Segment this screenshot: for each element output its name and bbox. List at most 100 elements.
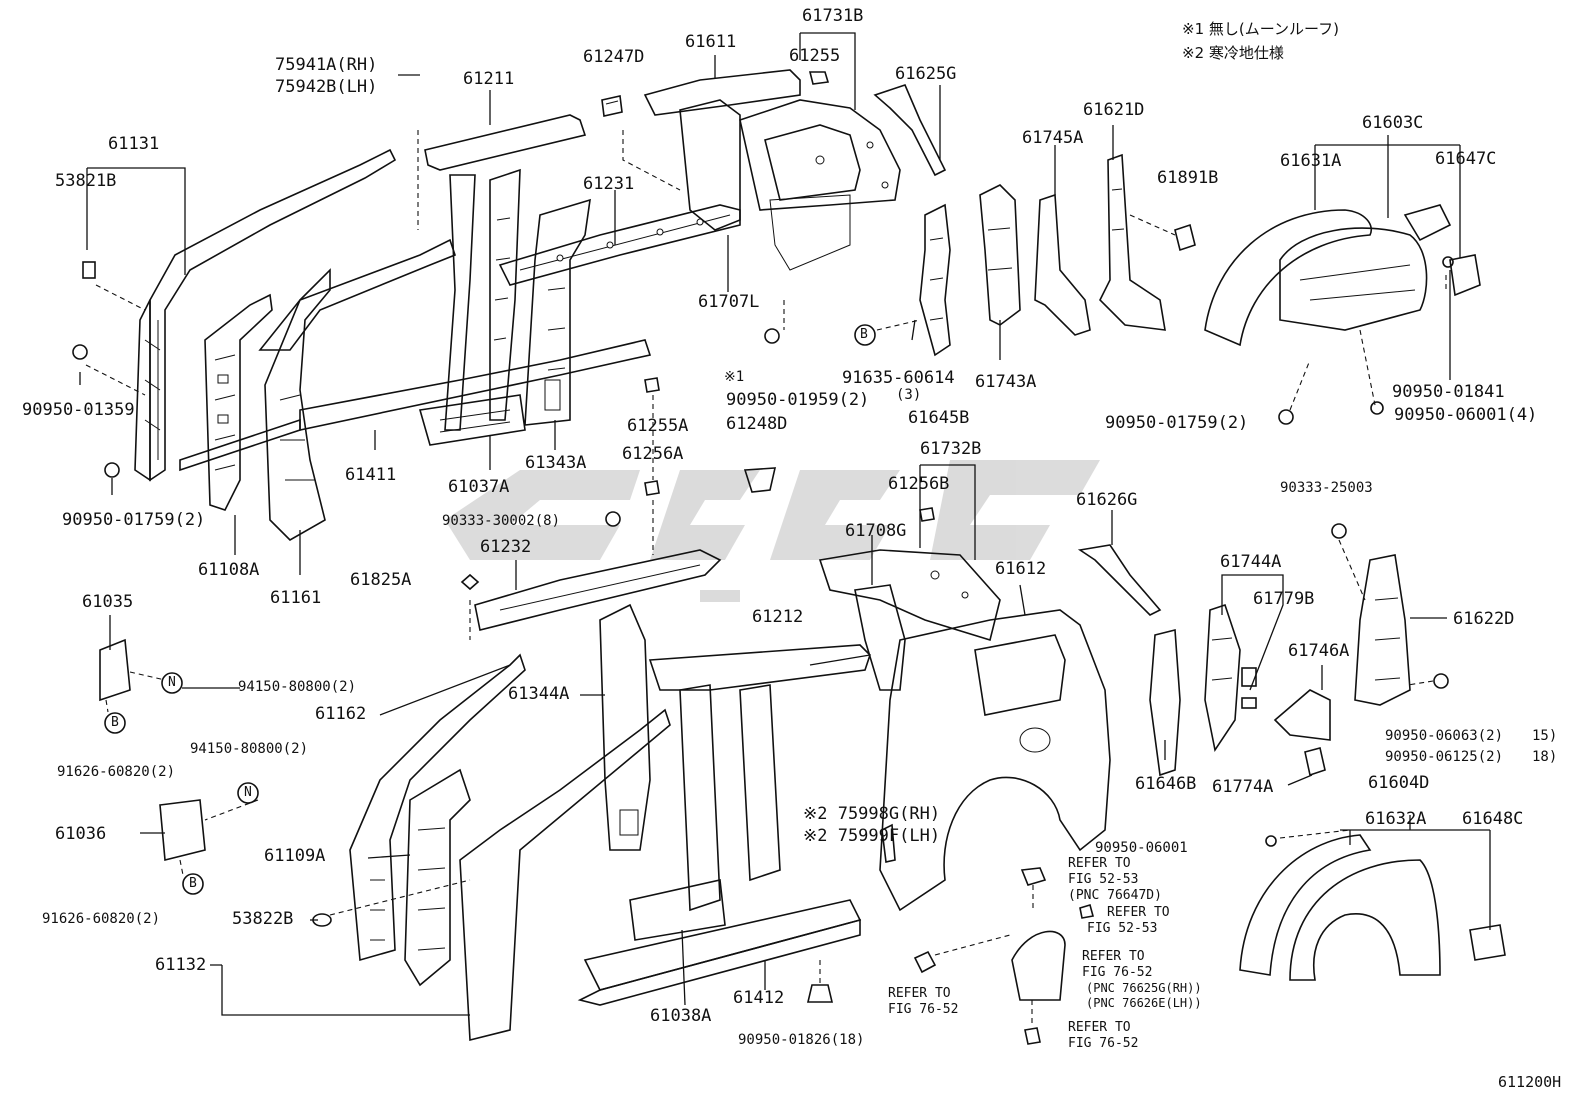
inner-panel-61743A [979,184,1021,326]
part-61645B[interactable]: 61645B [908,408,970,428]
part-61212[interactable]: 61212 [752,607,804,627]
part-91635-60614[interactable]: 91635-60614 [842,368,955,388]
part-61891B[interactable]: 61891B [1157,168,1219,188]
part-90950-01759-left[interactable]: 90950-01759(2) [62,510,206,530]
part-53821B[interactable]: 53821B [55,171,117,191]
refer-1-line1[interactable]: REFER TO [1068,856,1131,871]
dashed-leaders [85,130,1447,1025]
part-61247D[interactable]: 61247D [583,47,645,67]
circle-markers [104,324,876,895]
part-61232[interactable]: 61232 [480,537,532,557]
part-91626-60820-b[interactable]: 91626-60820(2) [42,911,161,927]
part-90333-30002[interactable]: 90333-30002(8) [442,513,561,529]
part-61411[interactable]: 61411 [345,465,397,485]
part-94150-80800-a[interactable]: 94150-80800(2) [238,679,357,695]
part-61211[interactable]: 61211 [463,69,515,89]
part-61255A[interactable]: 61255A [627,416,689,436]
part-75999F[interactable]: ※2 75999F(LH) [803,826,941,846]
part-61109A[interactable]: 61109A [264,846,326,866]
part-61825A[interactable]: 61825A [350,570,412,590]
part-61248D[interactable]: 61248D [726,414,788,434]
part-61108A[interactable]: 61108A [198,560,260,580]
part-61632A[interactable]: 61632A [1365,809,1427,829]
part-90333-25003[interactable]: 90333-25003 [1280,480,1373,496]
part-61622D[interactable]: 61622D [1453,609,1515,629]
refer-2-line2[interactable]: FIG 52-53 [1087,921,1158,936]
part-90950-06063[interactable]: 90950-06063(2) [1385,728,1504,744]
part-61412[interactable]: 61412 [733,988,785,1008]
part-94150-80800-b[interactable]: 94150-80800(2) [190,741,309,757]
part-61035[interactable]: 61035 [82,592,134,612]
quarter-inner-61732B [818,549,1001,642]
part-61256B[interactable]: 61256B [888,474,950,494]
part-61036[interactable]: 61036 [55,824,107,844]
part-90950-06125[interactable]: 90950-06125(2) [1385,749,1504,765]
part-61612[interactable]: 61612 [995,559,1047,579]
part-90950-01959[interactable]: 90950-01959(2) [726,390,870,410]
part-90950-06001[interactable]: 90950-06001 [1095,840,1188,856]
part-61732B[interactable]: 61732B [920,439,982,459]
part-61231[interactable]: 61231 [583,174,635,194]
part-61646B[interactable]: 61646B [1135,774,1197,794]
part-61256A[interactable]: 61256A [622,444,684,464]
circle-b-label-2: B [111,715,119,730]
part-61779B[interactable]: 61779B [1253,589,1315,609]
part-61132[interactable]: 61132 [155,955,207,975]
part-61746A[interactable]: 61746A [1288,641,1350,661]
refer-4-line1[interactable]: REFER TO [888,986,951,1001]
refer-3-line2[interactable]: FIG 76-52 [1082,965,1153,980]
part-61745A[interactable]: 61745A [1022,128,1084,148]
part-91626-60820-a[interactable]: 91626-60820(2) [57,764,176,780]
refer-1-line2[interactable]: FIG 52-53 [1068,872,1139,887]
part-90950-01841[interactable]: 90950-01841 [1392,382,1505,402]
bracket-61746A [1273,689,1331,741]
part-61626G[interactable]: 61626G [1076,490,1138,510]
pillar-reinforcement-61108A [204,293,273,511]
refer-2-line1[interactable]: REFER TO [1107,905,1170,920]
part-75998G[interactable]: ※2 75998G(RH) [803,804,941,824]
front-pillar-61132 [459,708,671,1042]
roof-rail-61211 [424,114,587,431]
refer-3-line1[interactable]: REFER TO [1082,949,1145,964]
part-75942B[interactable]: 75942B(LH) [275,77,378,97]
part-61161[interactable]: 61161 [270,588,322,608]
rocker-61411 [258,238,652,431]
part-61621D[interactable]: 61621D [1083,100,1145,120]
center-pillar-61343A [524,198,591,426]
part-61037A[interactable]: 61037A [448,477,510,497]
refer-5-line1[interactable]: REFER TO [1068,1020,1131,1035]
part-90950-01759-right[interactable]: 90950-01759(2) [1105,413,1249,433]
part-75941A[interactable]: 75941A(RH) [275,55,378,75]
small-bracket-61247D [601,95,623,117]
part-61343A[interactable]: 61343A [525,453,587,473]
part-61344A[interactable]: 61344A [508,684,570,704]
part-61743A[interactable]: 61743A [975,372,1037,392]
part-61647C[interactable]: 61647C [1435,149,1497,169]
part-61707L[interactable]: 61707L [698,292,760,312]
part-61648C[interactable]: 61648C [1462,809,1524,829]
part-61708G[interactable]: 61708G [845,521,907,541]
part-91635-60614-qty: (3) [896,387,922,403]
part-61255[interactable]: 61255 [789,46,841,66]
part-61631A[interactable]: 61631A [1280,151,1342,171]
part-90950-01359[interactable]: 90950-01359 [22,400,135,420]
part-90950-06001-4[interactable]: 90950-06001(4) [1394,405,1538,425]
wheelhouse-61604D [1239,834,1506,981]
roof-rail-61212 [648,644,871,912]
part-61774A[interactable]: 61774A [1212,777,1274,797]
part-61604D[interactable]: 61604D [1368,773,1430,793]
part-61611[interactable]: 61611 [685,32,737,52]
refer-4-line2[interactable]: FIG 76-52 [888,1002,959,1017]
part-53822B[interactable]: 53822B [232,909,294,929]
part-90950-01826[interactable]: 90950-01826(18) [738,1032,865,1048]
part-61603C[interactable]: 61603C [1362,113,1424,133]
part-61625G[interactable]: 61625G [895,64,957,84]
part-61744A[interactable]: 61744A [1220,552,1282,572]
refer-5-line2[interactable]: FIG 76-52 [1068,1036,1139,1051]
part-61038A[interactable]: 61038A [650,1006,712,1026]
inner-panel-61646B [1149,628,1181,777]
part-61162[interactable]: 61162 [315,704,367,724]
part-61731B[interactable]: 61731B [802,6,864,26]
part-61131[interactable]: 61131 [108,134,160,154]
